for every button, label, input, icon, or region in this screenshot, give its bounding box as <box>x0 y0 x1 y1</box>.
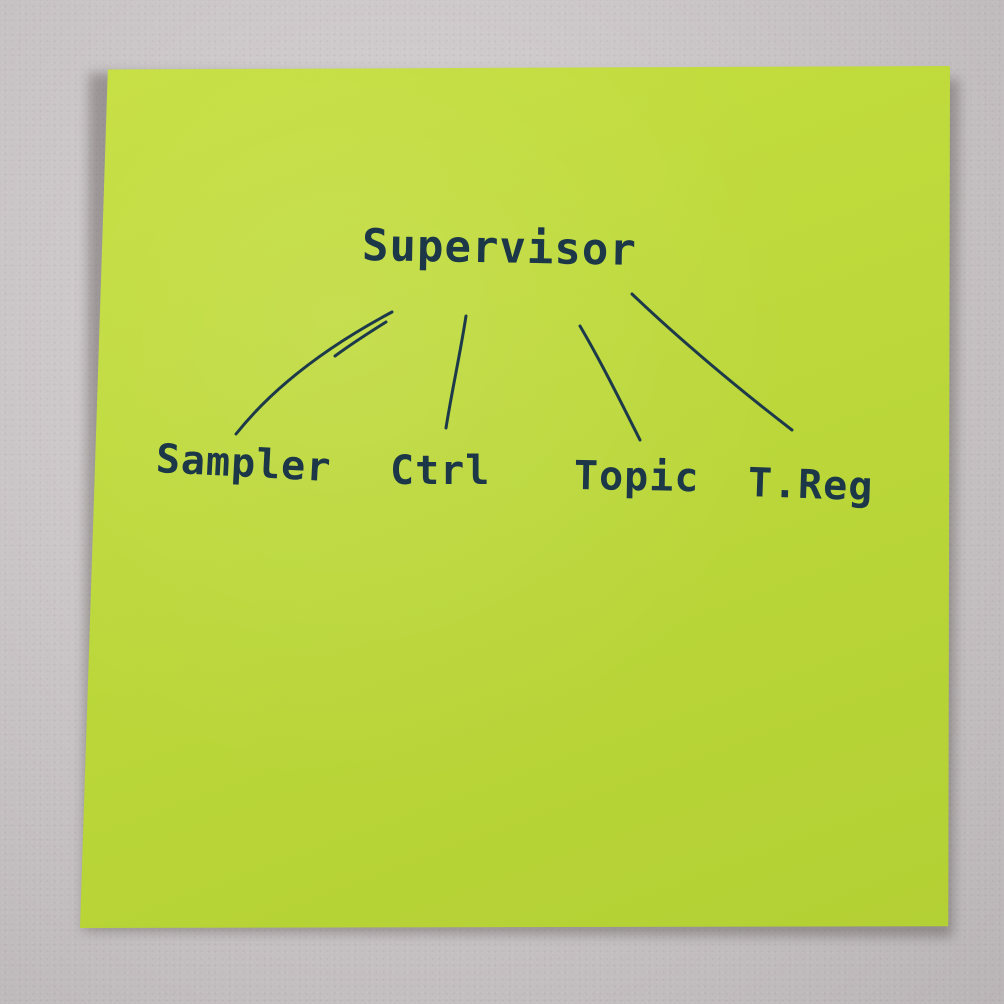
child-node-label: Topic <box>573 453 700 502</box>
root-node-label: Supervisor <box>361 220 638 276</box>
child-node-label: Sampler <box>154 436 333 492</box>
connector-ctrl <box>444 314 468 430</box>
sticky-note <box>80 66 950 928</box>
connector-topic <box>578 324 642 442</box>
child-node-label: Ctrl <box>390 448 491 494</box>
connector-sampler <box>234 310 394 436</box>
connector-sampler-stroke <box>333 320 388 358</box>
connector-treg <box>630 292 794 432</box>
child-node-label: T.Reg <box>747 460 875 511</box>
